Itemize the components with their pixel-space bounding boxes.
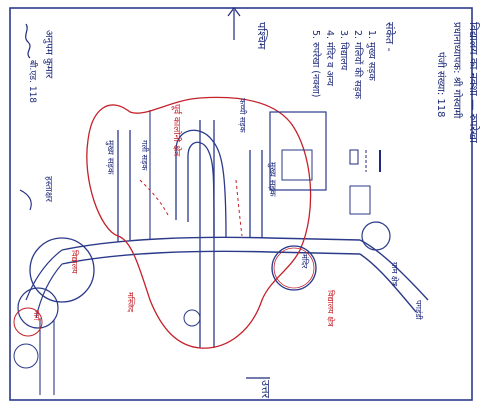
north-label-group: उत्तर xyxy=(259,380,272,399)
curved-road-edge xyxy=(175,129,227,239)
svg-text:2. गलियों की सड़क: 2. गलियों की सड़क xyxy=(352,30,364,100)
main-road-edge xyxy=(61,250,361,265)
west-label-group: पश्चिम xyxy=(255,22,268,50)
landmark-circle xyxy=(361,221,391,251)
road-edge xyxy=(25,249,63,301)
north-label: उत्तर xyxy=(259,380,272,399)
footpath-label: पगडंडी xyxy=(414,300,424,321)
curved-road-edge xyxy=(187,141,215,239)
header-line-2: प्रधानाध्यापक: श्री गोस्वामी xyxy=(451,22,463,119)
route-label: मार्ग xyxy=(32,310,41,322)
landmark-circle xyxy=(13,343,39,369)
school-area-label: विद्यालय क्षेत्र xyxy=(326,290,336,327)
svg-text:1. मुख्य सड़क: 1. मुख्य सड़क xyxy=(366,30,377,81)
main-road-edge xyxy=(61,236,361,251)
signature-label: हस्ताक्षर xyxy=(43,176,53,202)
small-building xyxy=(349,185,371,215)
colony-area-boundary xyxy=(86,96,312,349)
svg-text:4. मंदिर व अन्य: 4. मंदिर व अन्य xyxy=(324,30,336,87)
school-label: विद्यालय xyxy=(70,250,80,274)
svg-text:3. विद्यालय: 3. विद्यालय xyxy=(338,30,350,71)
main-road-label: मुख्य सड़क xyxy=(105,140,115,175)
header-line-3: पंजी संख्या: 118 xyxy=(435,52,447,118)
legend-item: 5. रुपरेखा (नक्शा) xyxy=(310,30,322,97)
legend-item: 4. मंदिर व अन्य xyxy=(324,30,336,87)
svg-text:5. रुपरेखा (नक्शा): 5. रुपरेखा (नक्शा) xyxy=(310,30,322,97)
building-inner xyxy=(281,149,313,181)
signature-scribble xyxy=(19,189,32,211)
header-line-1: विद्यालय का नक्शा — रुपरेखा xyxy=(467,22,480,143)
header-block: विद्यालय का नक्शा — रुपरेखा प्रधानाध्याप… xyxy=(435,22,480,143)
side-road-label: कच्ची सड़क xyxy=(238,98,248,134)
west-label: पश्चिम xyxy=(255,22,268,50)
legend-item: 1. मुख्य सड़क xyxy=(366,30,377,81)
side-road-edge xyxy=(359,253,417,313)
arrowhead-icon xyxy=(227,7,241,17)
temple-label: मंदिर xyxy=(300,254,310,269)
legend: संकेत - xyxy=(383,22,396,52)
landmark-red-circle xyxy=(13,307,43,337)
signature-scribble xyxy=(25,23,31,59)
legend-symbol-box xyxy=(349,149,359,165)
legend-title: संकेत - xyxy=(383,22,396,52)
building-block xyxy=(269,111,327,191)
landmark-small-circle xyxy=(183,309,201,327)
side-road-edge xyxy=(359,239,429,301)
temple-circle xyxy=(271,245,317,291)
legend-item: 3. विद्यालय xyxy=(338,30,350,71)
road-edge xyxy=(35,263,63,319)
teacher-name: अनुपम कुमार xyxy=(43,30,54,79)
village-area-label: ग्राम क्षेत्र xyxy=(390,262,400,287)
colony-area-label: पूर्व कालोनी क्षेत्र xyxy=(171,104,183,157)
main-road-label: मुख्य सड़क xyxy=(267,162,277,197)
school-circle xyxy=(29,237,95,303)
page-border xyxy=(9,7,473,401)
class-info: बी.एड. 118 xyxy=(27,60,39,103)
inner-road-label: गली सड़क xyxy=(140,140,150,171)
temple-inner-circle xyxy=(273,247,315,289)
mosque-label: मस्जिद xyxy=(126,292,136,313)
landmark-circle xyxy=(17,287,59,329)
legend-item: 2. गलियों की सड़क xyxy=(352,30,364,100)
